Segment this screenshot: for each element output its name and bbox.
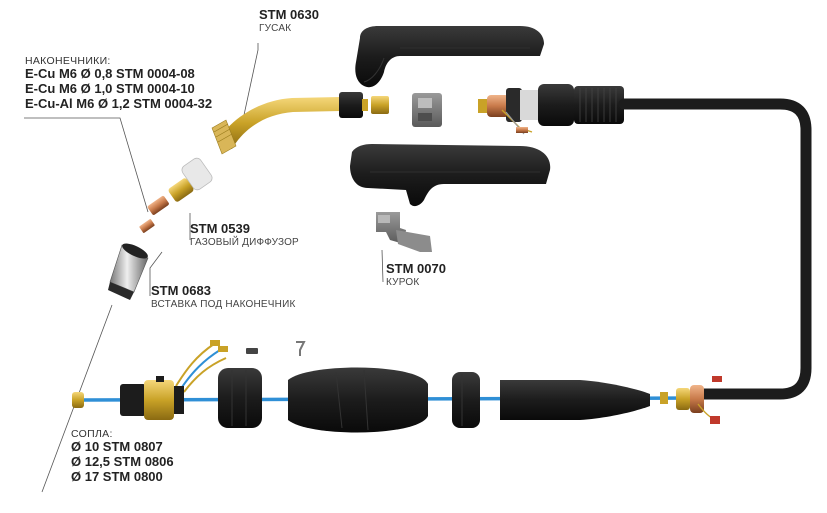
tip-holder-code: STM 0683 [151,283,211,298]
liner-end-nut [72,392,84,408]
trigger-code: STM 0070 [386,261,446,276]
tip-item: E-Cu M6 Ø 1,0 STM 0004-10 [25,81,195,96]
brass-bushing [371,96,389,114]
gooseneck-label: STM 0630 ГУСАК [259,7,319,34]
nozzle-part [108,243,149,300]
nozzles-header: СОПЛА: [71,428,113,440]
gooseneck-part [211,92,368,155]
trigger-leader [381,249,384,283]
gooseneck-code: STM 0630 [259,7,319,22]
connector-nut-2 [452,372,480,428]
nozzle-item: Ø 17 STM 0800 [71,468,163,484]
contact-tip-part [139,195,169,233]
nozzle-item: Ø 10 STM 0807 [71,439,163,455]
trigger-label: STM 0070 КУРОК [386,261,446,288]
hose-end-fitting [660,376,722,424]
nozzles-label: СОПЛА: Ø 10 STM 0807 Ø 12,5 STM 0806 Ø 1… [71,428,174,485]
diffuser-label: STM 0539 ГАЗОВЫЙ ДИФФУЗОР [190,221,299,248]
small-screw [246,348,258,354]
nozzle-item: Ø 12,5 STM 0806 [71,454,174,469]
trigger-caption: КУРОК [386,276,420,288]
gooseneck-leader [240,43,259,130]
tip-holder-caption: ВСТАВКА ПОД НАКОНЕЧНИК [151,298,296,310]
small-pin [296,341,306,356]
tip-holder-leader [149,251,163,296]
strain-relief [500,380,650,420]
tip-holder-label: STM 0683 ВСТАВКА ПОД НАКОНЕЧНИК [151,283,296,310]
tips-header: НАКОНЕЧНИКИ: [25,55,111,67]
gas-diffuser-part [168,157,213,202]
connector-nut-1 [218,368,262,428]
central-connector-wires [175,340,228,393]
diffuser-code: STM 0539 [190,221,250,236]
tip-item: E-Cu-Al M6 Ø 1,2 STM 0004-32 [25,95,213,111]
hose-loop [618,98,812,400]
connector-block [412,93,442,127]
central-connector [120,376,184,420]
gooseneck-nut [339,92,363,118]
lower-handle-shell [350,144,551,207]
trigger-part [376,212,432,252]
cable-grip [288,367,428,433]
tips-leader [24,117,149,213]
tips-label: НАКОНЕЧНИКИ: E-Cu M6 Ø 0,8 STM 0004-08 E… [25,55,212,112]
tip-item: E-Cu M6 Ø 0,8 STM 0004-08 [25,66,195,82]
handle-connector [478,84,624,135]
gooseneck-caption: ГУСАК [259,22,292,34]
upper-handle-shell [355,26,544,88]
diffuser-caption: ГАЗОВЫЙ ДИФФУЗОР [190,236,299,248]
